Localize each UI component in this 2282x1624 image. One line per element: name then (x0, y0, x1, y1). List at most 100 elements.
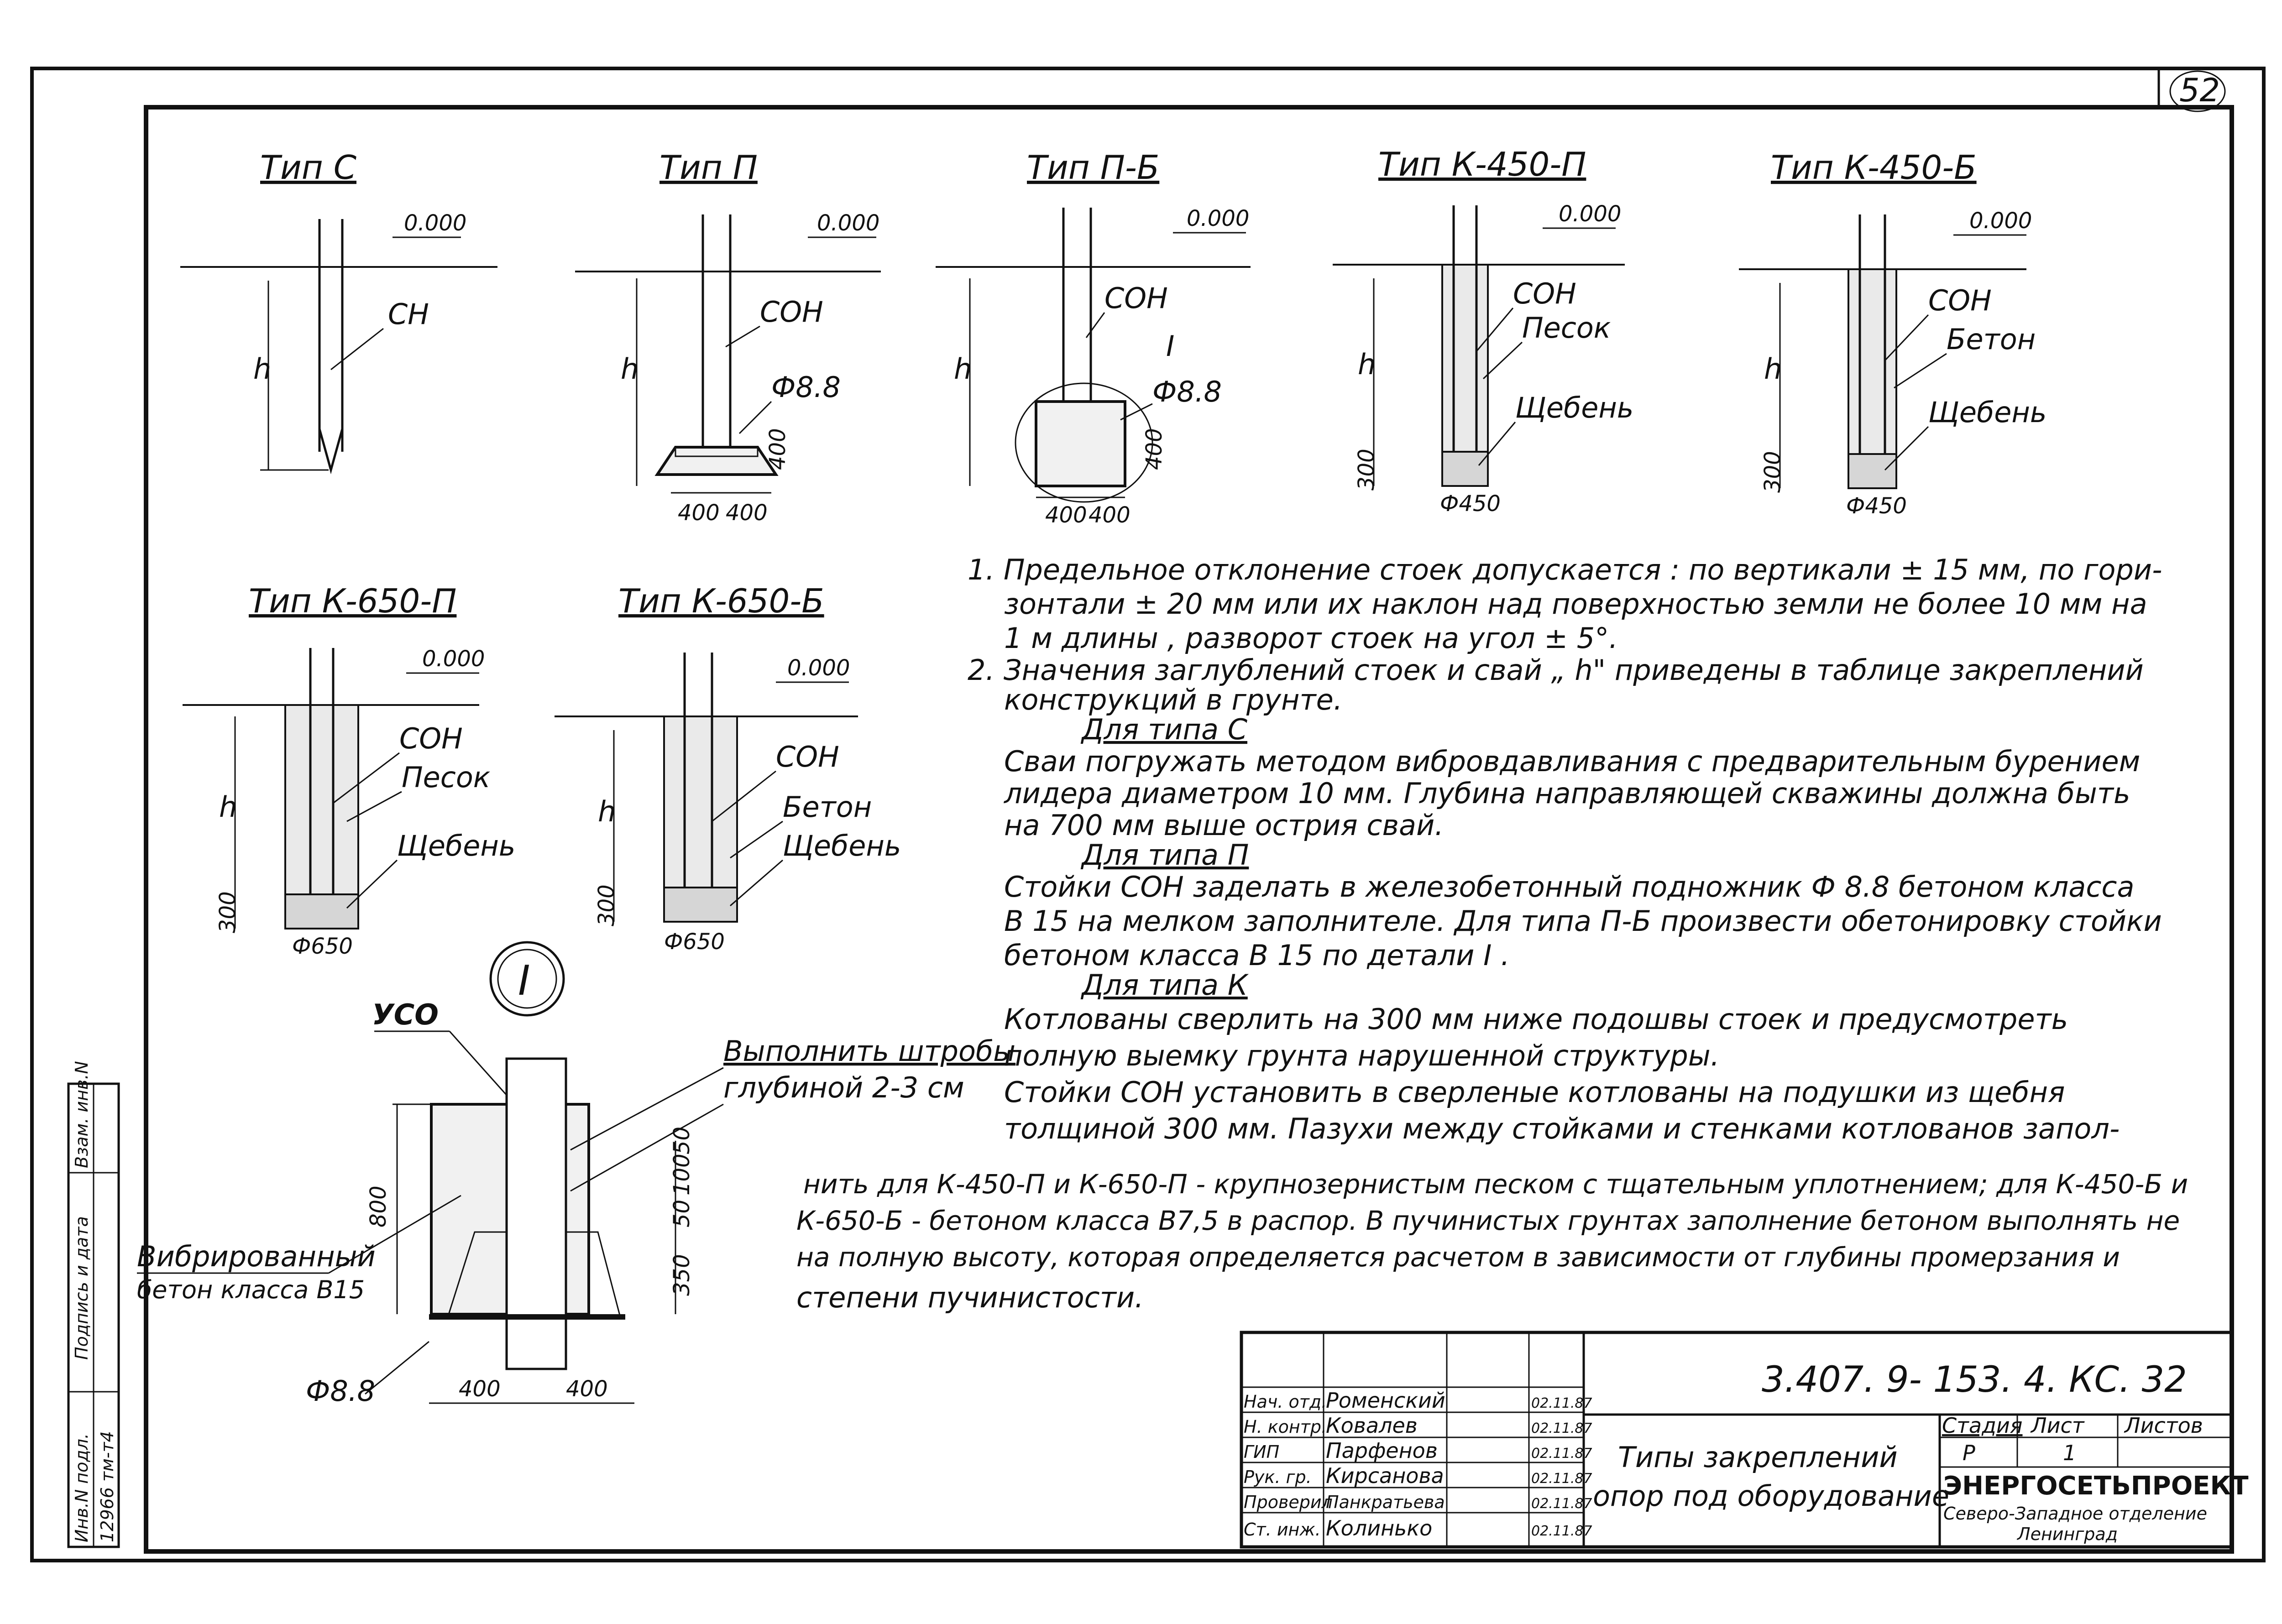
type-k450b-title: Тип К-450-Б (1771, 148, 1977, 187)
type-k650b-h: h (598, 795, 616, 828)
detail-grooves-1: Выполнить штробы (723, 1034, 1015, 1068)
side-stamp-c2: Подпись и дата (72, 1216, 92, 1360)
tb-row-name: Кирсанова (1326, 1463, 1444, 1488)
type-k450p-label-son: СОН (1513, 277, 1576, 310)
detail-dim-100: 100 (669, 1154, 695, 1196)
type-pb-label-son: СОН (1104, 282, 1168, 315)
note-k-4: толщиной 300 мм. Пазухи между стойками и… (1004, 1112, 2120, 1145)
notes: 1. Предельное отклонение стоек допускает… (796, 553, 2188, 1314)
note-heading-p: Для типа П (1080, 838, 1249, 872)
type-pb-dim-2: 400 (1089, 502, 1131, 528)
type-pb: Тип П-Б h 0.000 СОН I Ф8.8 400 400 400 (936, 148, 1251, 528)
type-c: Тип С h 0.000 СН (180, 148, 497, 475)
side-stamp: Взам. инв.N Подпись и дата Инв.N подл. 1… (67, 1061, 120, 1548)
type-pb-title: Тип П-Б (1027, 148, 1159, 187)
type-pb-level: 0.000 (1187, 206, 1249, 231)
tb-row-name: Роменский (1326, 1388, 1445, 1413)
type-k450b-dim-300: 300 (1760, 451, 1785, 493)
type-pb-label-f88: Ф8.8 (1152, 375, 1222, 408)
detail-grooves-2: глубиной 2-3 см (723, 1071, 964, 1104)
detail-dim-350: 350 (669, 1254, 695, 1296)
type-k650p-label-gravel: Щебень (397, 829, 515, 862)
outer-frame (30, 67, 2266, 1562)
type-k450b-label-gravel: Щебень (1928, 396, 2046, 429)
tb-row-date: 02.11.87 (1531, 1395, 1592, 1411)
type-k650p-level: 0.000 (422, 646, 485, 672)
type-c-level: 0.000 (404, 210, 466, 236)
note-1a: 1. Предельное отклонение стоек допускает… (968, 553, 2162, 586)
type-k650b: Тип К-650-Б h 0.000 СОН Бетон Щебень 300… (555, 582, 901, 955)
tb-row-role: Рук. гр. (1244, 1467, 1312, 1487)
tb-row-name: Панкратьева (1326, 1492, 1445, 1512)
note-k-5: нить для К-450-П и К-650-П - крупнозерни… (803, 1169, 2188, 1200)
type-p-label-f88: Ф8.8 (771, 371, 841, 404)
type-k450p-title: Тип К-450-П (1378, 145, 1586, 183)
type-k650b-level: 0.000 (787, 655, 850, 681)
tb-row: ГИП Парфенов 02.11.87 (1244, 1438, 1592, 1463)
tb-stage: Р (1963, 1441, 1975, 1465)
note-k-2: полную выемку грунта нарушенной структур… (1004, 1039, 1719, 1072)
type-k450p: Тип К-450-П h 0.000 СОН Песок Щебень 300… (1333, 145, 1633, 517)
type-k450b-label-concrete: Бетон (1947, 323, 2036, 356)
detail-i-mark: I (518, 957, 530, 1005)
tb-sheets-h: Листов (2124, 1413, 2203, 1438)
note-p-2: В 15 на мелком заполнителе. Для типа П-Б… (1004, 904, 2162, 938)
note-p-1: Стойки СОН заделать в железобетонный под… (1004, 870, 2135, 903)
type-p-level: 0.000 (817, 210, 879, 236)
type-k650b-label-son: СОН (776, 740, 839, 773)
detail-i: I УСО 800 50 100 50 350 Выполнить штробы… (137, 941, 1015, 1408)
note-1c: 1 м длины , разворот стоек на угол ± 5°. (1004, 621, 1618, 655)
tb-row-name: Колинько (1326, 1516, 1432, 1540)
note-c-1: Сваи погружать методом вибровдавливания … (1004, 745, 2140, 778)
type-k450p-label-sand: Песок (1522, 311, 1611, 345)
type-pb-h: h (954, 352, 972, 386)
tb-row: Нач. отд. Роменский 02.11.87 (1244, 1388, 1592, 1413)
note-p-3: бетоном класса В 15 по детали I . (1004, 939, 1510, 972)
note-c-2: лидера диаметром 10 мм. Глубина направля… (1004, 777, 2130, 810)
tb-city: Ленинград (2016, 1524, 2118, 1544)
type-k450p-dim-300: 300 (1354, 449, 1379, 491)
type-p-dim-3: 400 (765, 428, 790, 470)
tb-row: Проверил Панкратьева 02.11.87 (1244, 1492, 1592, 1512)
type-k650p-label-son: СОН (399, 722, 463, 755)
note-k-7: на полную высоту, которая определяется р… (796, 1242, 2120, 1273)
detail-dim-50a: 50 (669, 1127, 695, 1154)
tb-row-role: Ст. инж. (1244, 1520, 1321, 1540)
detail-i-marker (489, 941, 565, 1017)
note-2b: конструкций в грунте. (1004, 683, 1343, 716)
type-k650b-label-gravel: Щебень (783, 829, 901, 862)
tb-row: Рук. гр. Кирсанова 02.11.87 (1244, 1463, 1592, 1488)
type-c-h: h (253, 352, 271, 386)
tb-row-date: 02.11.87 (1531, 1523, 1592, 1539)
type-k650p-dim-phi: Ф650 (292, 934, 353, 959)
type-k450p-level: 0.000 (1559, 201, 1621, 227)
tb-sheet: 1 (2063, 1441, 2076, 1465)
type-k650b-title: Тип К-650-Б (618, 582, 824, 620)
note-heading-k: Для типа К (1080, 968, 1249, 1002)
type-k450p-label-gravel: Щебень (1515, 391, 1633, 424)
type-p-h: h (621, 352, 639, 386)
type-k450p-h: h (1358, 348, 1376, 381)
type-pb-dim-3: 400 (1141, 428, 1167, 470)
tb-row-date: 02.11.87 (1531, 1446, 1592, 1462)
tb-row-date: 02.11.87 (1531, 1471, 1592, 1487)
type-k450b-h: h (1764, 352, 1782, 386)
type-pb-label-i: I (1166, 329, 1174, 363)
note-heading-c: Для типа С (1080, 713, 1248, 746)
type-k650p-dim-300: 300 (215, 891, 241, 933)
side-stamp-c3: Взам. инв.N (72, 1061, 92, 1168)
tb-stage-h: Стадия (1942, 1413, 2022, 1438)
note-1b: зонтали ± 20 мм или их наклон над поверх… (1004, 587, 2147, 621)
type-k450b-label-son: СОН (1928, 284, 1992, 317)
detail-concrete-1: Вибрированный (137, 1240, 376, 1273)
tb-name-1: Типы закреплений (1618, 1441, 1898, 1474)
tb-row-date: 02.11.87 (1531, 1496, 1592, 1512)
type-k650b-label-concrete: Бетон (783, 790, 872, 824)
tb-row-name: Ковалев (1326, 1413, 1418, 1438)
sheet-number-circle (2169, 70, 2226, 112)
type-c-title: Тип С (260, 148, 357, 187)
tb-row-role: Н. контр. (1244, 1417, 1327, 1437)
tb-sheet-h: Лист (2030, 1413, 2085, 1438)
tb-code: 3.407. 9- 153. 4. КС. 32 (1762, 1359, 2187, 1400)
